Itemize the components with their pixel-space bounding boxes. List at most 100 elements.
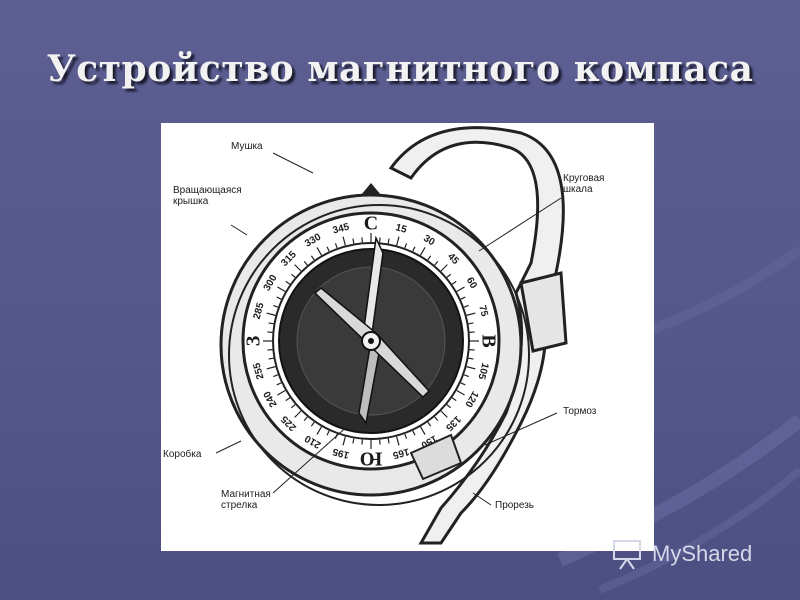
scale-tick	[404, 433, 408, 439]
strap-buckle	[519, 271, 568, 353]
scale-tick	[334, 243, 338, 249]
scale-tick	[310, 421, 315, 427]
leader-slot	[472, 492, 492, 506]
scale-number: 195	[331, 445, 350, 460]
scale-tick	[352, 238, 355, 244]
label-box: Коробка	[163, 449, 202, 460]
label-rotating-cover: Вращающаяся крышка	[173, 185, 242, 207]
scale-tick	[266, 366, 276, 370]
scale-tick	[434, 416, 439, 422]
scale-tick	[316, 426, 323, 435]
leader-mushka	[272, 152, 314, 174]
scale-tick	[440, 264, 448, 272]
scale-tick	[468, 357, 474, 360]
leader-box	[215, 440, 242, 454]
scale-tick	[342, 236, 346, 246]
leader-scale	[478, 197, 562, 252]
myshared-watermark: MyShared	[608, 535, 788, 575]
scale-tick	[468, 322, 474, 325]
scale-tick	[463, 374, 469, 378]
scale-tick	[419, 247, 426, 256]
slide-title: Устройство магнитного компаса	[46, 48, 754, 90]
label-slot: Прорезь	[495, 500, 535, 511]
scale-tick	[277, 286, 286, 293]
scale-tick	[387, 438, 390, 444]
brake-lever	[409, 433, 463, 481]
scale-tick	[303, 260, 308, 266]
scale-tick	[294, 410, 302, 418]
label-mushka: Мушка	[231, 141, 263, 152]
scale-tick	[396, 236, 400, 246]
scale-tick	[273, 374, 279, 378]
label-magnetic-needle: Магнитная стрелка	[221, 489, 271, 511]
scale-tick	[277, 389, 286, 396]
leader-lines	[215, 152, 562, 506]
scale-tick	[419, 426, 426, 435]
scale-ticks	[263, 233, 479, 449]
scale-tick	[285, 280, 291, 285]
scale-tick	[412, 430, 416, 436]
leader-brake	[484, 412, 558, 446]
scale-tick	[326, 246, 330, 252]
watermark-text: MyShared	[652, 541, 753, 566]
scale-tick	[310, 255, 315, 261]
scale-tick	[451, 280, 457, 285]
scale-tick	[460, 382, 466, 386]
scale-tick	[460, 296, 466, 300]
scale-tick	[446, 404, 452, 409]
scale-tick	[466, 312, 476, 316]
scale-tick	[404, 243, 408, 249]
leader-needle	[272, 422, 352, 494]
scale-ring-inner	[272, 242, 470, 440]
scale-tick	[396, 436, 400, 446]
cardinal-south: Ю	[360, 447, 383, 469]
scale-number: 105	[475, 362, 490, 381]
scale-tick	[342, 436, 346, 446]
scale-tick	[294, 264, 302, 272]
front-sight	[361, 183, 381, 195]
scale-number: 75	[476, 304, 490, 318]
scale-tick	[352, 438, 355, 444]
scale-tick	[316, 247, 323, 256]
scale-number: 345	[332, 222, 351, 237]
label-brake: Тормоз	[563, 406, 597, 417]
scale-tick	[290, 273, 296, 278]
scale-number: 60	[464, 276, 479, 292]
scale-tick	[290, 404, 296, 409]
scale-tick	[434, 260, 439, 266]
scale-tick	[268, 322, 274, 325]
compass-box-side	[228, 204, 530, 506]
cardinal-east: В	[477, 334, 499, 347]
scale-tick	[456, 389, 465, 396]
scale-tick	[427, 255, 432, 261]
scale-tick	[451, 397, 457, 402]
scale-number: 165	[391, 445, 410, 460]
scale-tick	[276, 296, 282, 300]
scale-tick	[446, 273, 452, 278]
scale-tick	[266, 312, 276, 316]
scale-tick	[285, 397, 291, 402]
scale-tick	[456, 286, 465, 293]
scale-tick	[326, 430, 330, 436]
scale-number: 15	[394, 222, 408, 236]
cardinal-west: З	[243, 335, 265, 346]
scale-tick	[268, 357, 274, 360]
scale-tick	[466, 366, 476, 370]
scale-tick	[387, 238, 390, 244]
scale-tick	[412, 246, 416, 252]
scale-tick	[440, 410, 448, 418]
scale-tick	[273, 304, 279, 308]
needle-pivot-center	[368, 338, 374, 344]
scale-tick	[276, 382, 282, 386]
scale-number: 30	[421, 233, 437, 248]
label-circular-scale: Круговая шкала	[563, 173, 605, 195]
leader-cover	[230, 224, 248, 236]
scale-tick	[463, 304, 469, 308]
scale-number: 285	[252, 301, 267, 320]
cardinal-north: С	[364, 213, 378, 235]
scale-number: 255	[252, 361, 267, 380]
presentation-icon	[613, 540, 641, 570]
